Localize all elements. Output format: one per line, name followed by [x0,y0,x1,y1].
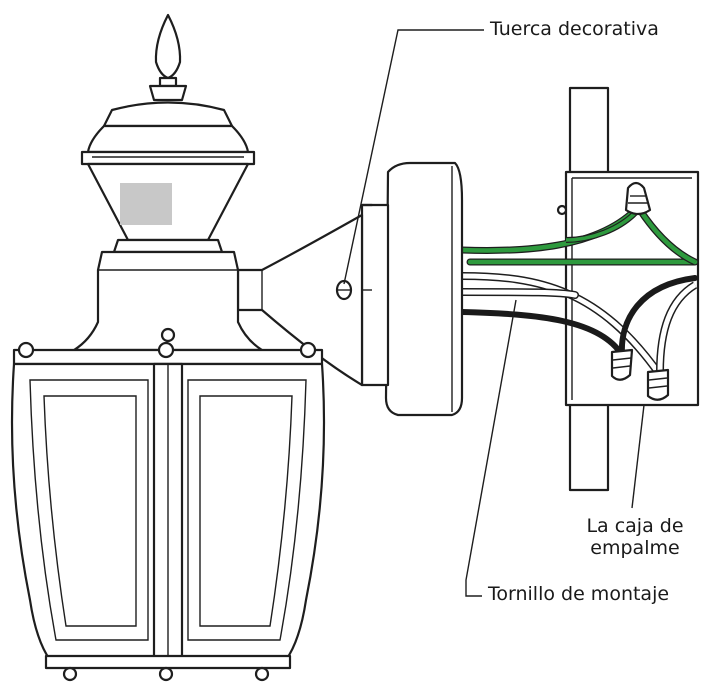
label-patch [120,183,172,225]
ground-wires [458,201,699,266]
lantern-arm [236,213,372,387]
lantern-finial [148,13,188,102]
leader-decorative-nut [343,29,484,285]
decorative-nut-label: Tuerca decorativa [490,18,659,40]
lantern-glass [10,362,326,662]
lantern-cap [80,101,256,166]
neutral-wires [458,272,698,379]
wire-nut-ground [624,181,652,216]
mounting-screw-label: Tornillo de montaje [488,583,670,605]
junction-box-label-line2: empalme [590,537,680,559]
hot-wires [459,275,698,358]
leader-mounting-screw [465,299,517,597]
wire-nut-hot [610,348,634,381]
lantern-base [44,654,292,682]
lantern-housing [72,162,264,352]
canopy-plate [360,161,464,417]
wire-nut-neutral [646,368,670,401]
leader-junction-box [631,404,645,509]
junction-box-label-line1: La caja de [586,515,684,537]
decorative-nut [335,279,353,301]
lantern-rim [12,341,324,366]
junction-box-label: La caja de empalme [570,515,700,559]
